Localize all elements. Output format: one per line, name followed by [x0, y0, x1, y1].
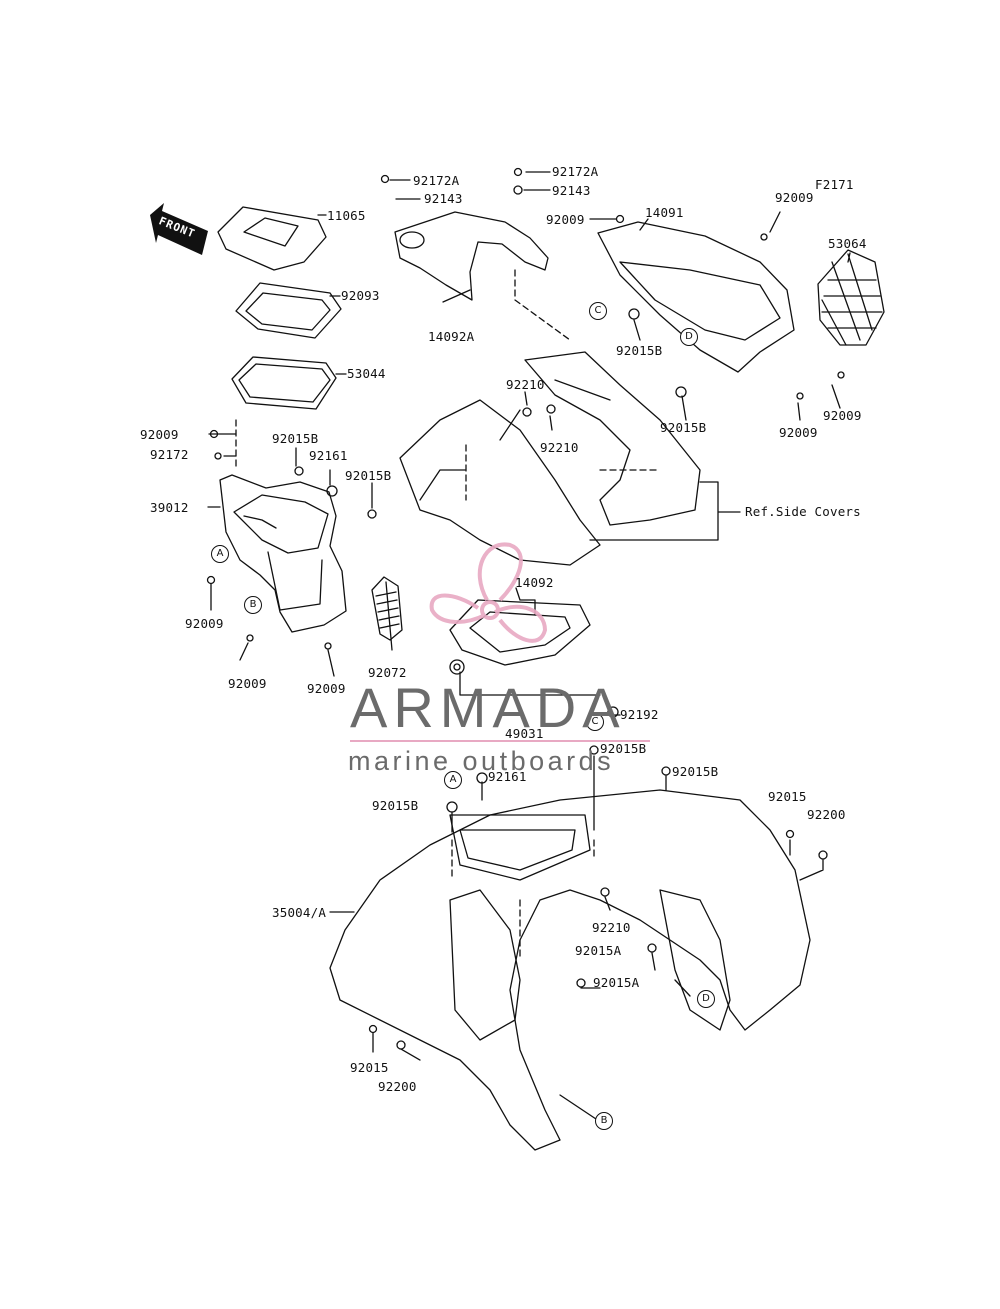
part-label-14092a[interactable]: 14092A — [428, 329, 475, 344]
callout-c: C — [589, 302, 607, 320]
part-label-49031[interactable]: 49031 — [505, 726, 544, 741]
part-label-92015b[interactable]: 92015B — [672, 764, 719, 779]
part-label-92015[interactable]: 92015 — [768, 789, 807, 804]
part-label-92009[interactable]: 92009 — [140, 427, 179, 442]
part-14091-shape — [597, 221, 795, 373]
part-92093-shape — [235, 282, 342, 339]
part-label-92009[interactable]: 92009 — [546, 212, 585, 227]
part-label-92210[interactable]: 92210 — [592, 920, 631, 935]
part-label-92015b[interactable]: 92015B — [600, 741, 647, 756]
part-label-92161[interactable]: 92161 — [488, 769, 527, 784]
part-label-92009[interactable]: 92009 — [775, 190, 814, 205]
part-14092a-shape — [394, 211, 549, 301]
part-label-53064[interactable]: 53064 — [828, 236, 867, 251]
watermark-divider — [350, 740, 650, 742]
part-label-14091[interactable]: 14091 — [645, 205, 684, 220]
callout-a: A — [444, 771, 462, 789]
part-label-11065[interactable]: 11065 — [327, 208, 366, 223]
part-label-92143[interactable]: 92143 — [552, 183, 591, 198]
part-label-92172[interactable]: 92172 — [150, 447, 189, 462]
part-label-92210[interactable]: 92210 — [506, 377, 545, 392]
part-label-92015b[interactable]: 92015B — [660, 420, 707, 435]
callout-b: B — [244, 596, 262, 614]
leader-lines — [207, 171, 851, 1120]
callout-d: D — [680, 328, 698, 346]
part-label-92015a[interactable]: 92015A — [575, 943, 622, 958]
part-label-92015[interactable]: 92015 — [350, 1060, 389, 1075]
part-label-92015b[interactable]: 92015B — [616, 343, 663, 358]
watermark-subtitle: marine outboards — [348, 746, 615, 776]
part-label-53044[interactable]: 53044 — [347, 366, 386, 381]
figure-code: F2171 — [815, 177, 854, 192]
callout-b: B — [595, 1112, 613, 1130]
part-label-92009[interactable]: 92009 — [185, 616, 224, 631]
fender-center-shape — [399, 399, 601, 566]
part-label-92192[interactable]: 92192 — [620, 707, 659, 722]
part-label-92009[interactable]: 92009 — [228, 676, 267, 691]
part-label-92015b[interactable]: 92015B — [272, 431, 319, 446]
callout-d: D — [697, 990, 715, 1008]
part-label-92015b[interactable]: 92015B — [372, 798, 419, 813]
part-label-92015a[interactable]: 92015A — [593, 975, 640, 990]
part-label-92009[interactable]: 92009 — [307, 681, 346, 696]
part-label-92009[interactable]: 92009 — [779, 425, 818, 440]
part-92072-shape — [371, 576, 403, 641]
part-35004-shape — [329, 789, 811, 1151]
callout-c: C — [586, 713, 604, 731]
part-14092-shape — [449, 599, 591, 666]
part-39012-shape — [219, 474, 347, 633]
part-label-92072[interactable]: 92072 — [368, 665, 407, 680]
part-label-92143[interactable]: 92143 — [424, 191, 463, 206]
watermark-title: ARMADA — [350, 676, 626, 739]
part-53044-shape — [231, 356, 337, 410]
part-label-35004[interactable]: 35004/A — [272, 905, 327, 920]
part-label-39012[interactable]: 39012 — [150, 500, 189, 515]
part-label-92015b[interactable]: 92015B — [345, 468, 392, 483]
part-11065-shape — [217, 206, 327, 271]
callout-a: A — [211, 545, 229, 563]
part-label-14092[interactable]: 14092 — [515, 575, 554, 590]
part-label-92009[interactable]: 92009 — [823, 408, 862, 423]
part-label-92200[interactable]: 92200 — [378, 1079, 417, 1094]
part-label-92172a[interactable]: 92172A — [552, 164, 599, 179]
front-arrow-icon — [150, 203, 208, 255]
part-label-92172a[interactable]: 92172A — [413, 173, 460, 188]
part-label-92210[interactable]: 92210 — [540, 440, 579, 455]
part-label-92093[interactable]: 92093 — [341, 288, 380, 303]
part-label-92161[interactable]: 92161 — [309, 448, 348, 463]
ref-side-covers-note: Ref.Side Covers — [745, 504, 861, 519]
watermark-propeller-logo — [429, 542, 548, 643]
part-label-92200[interactable]: 92200 — [807, 807, 846, 822]
